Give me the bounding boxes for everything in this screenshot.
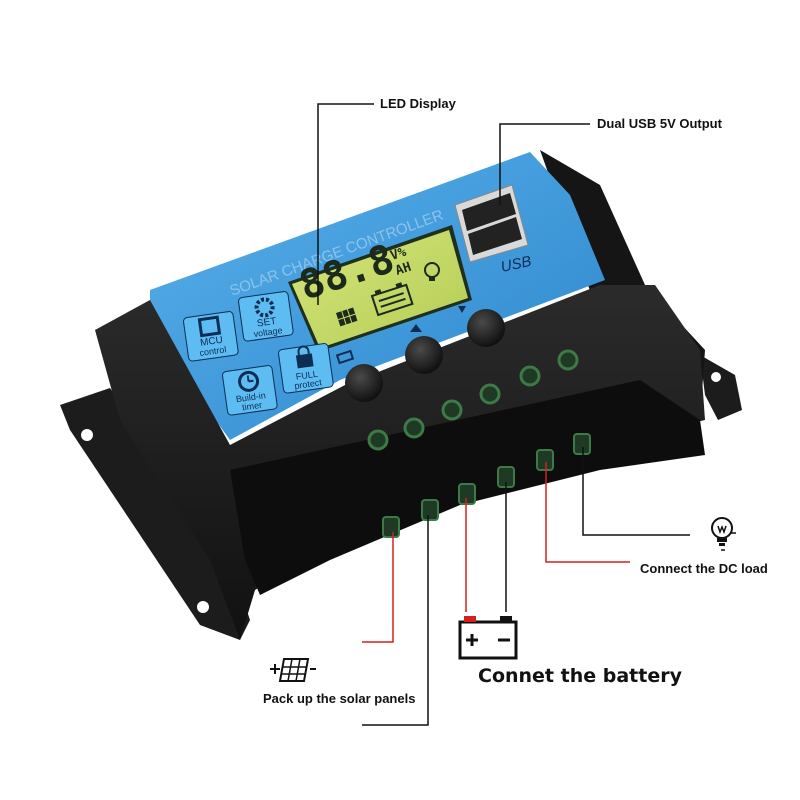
solar-positive-leader bbox=[362, 532, 394, 643]
lcd-solar-icon bbox=[336, 307, 358, 327]
feature-timer: Build-in timer bbox=[222, 365, 278, 416]
svg-text:MCU: MCU bbox=[200, 335, 224, 349]
terminal-opening bbox=[382, 516, 400, 538]
svg-text:FULL: FULL bbox=[295, 369, 318, 382]
callout-solar: Pack up the solar panels bbox=[263, 691, 415, 706]
usb-port-upper[interactable] bbox=[462, 193, 516, 231]
usb-ports: USB bbox=[454, 184, 533, 276]
chip-icon bbox=[197, 315, 222, 338]
led-display-leader bbox=[317, 103, 374, 305]
usb-port-lower[interactable] bbox=[468, 217, 522, 255]
right-mounting-hole bbox=[711, 372, 721, 382]
feature-badges: MCU control SET voltage Build-in timer F… bbox=[183, 291, 334, 416]
right-mounting-flange bbox=[700, 355, 742, 420]
up-button[interactable] bbox=[405, 336, 443, 374]
terminal-screw bbox=[403, 417, 425, 439]
lcd-bulb-icon bbox=[424, 262, 440, 281]
solar-negative-leader bbox=[362, 515, 429, 726]
callout-battery: Connet the battery bbox=[478, 665, 683, 687]
feature-set-voltage: SET voltage bbox=[238, 291, 294, 342]
solar-panel-icon bbox=[270, 658, 316, 682]
svg-text:SET: SET bbox=[256, 316, 277, 330]
terminal-opening bbox=[573, 433, 591, 455]
left-lower-mounting-hole bbox=[197, 601, 209, 613]
load-positive-leader bbox=[545, 462, 630, 563]
svg-text:voltage: voltage bbox=[253, 325, 283, 339]
terminal-opening bbox=[536, 449, 554, 471]
screw-terminals bbox=[367, 349, 591, 538]
svg-text:Build-in: Build-in bbox=[235, 390, 266, 404]
terminal-screw bbox=[519, 365, 541, 387]
feature-mcu: MCU control bbox=[183, 311, 239, 362]
lcd-battery-icon bbox=[370, 282, 414, 317]
battery-icon bbox=[458, 616, 518, 660]
down-arrow-icon bbox=[458, 306, 466, 313]
menu-icon bbox=[335, 349, 355, 365]
terminal-screw bbox=[367, 429, 389, 451]
svg-text:control: control bbox=[199, 344, 227, 358]
callout-usb-output: Dual USB 5V Output bbox=[597, 116, 723, 131]
svg-text:protect: protect bbox=[294, 377, 323, 391]
lcd-units-top: V% bbox=[389, 245, 409, 264]
usb-leader bbox=[499, 123, 590, 205]
svg-text:timer: timer bbox=[241, 400, 262, 413]
callout-led-display: LED Display bbox=[380, 96, 457, 111]
usb-label: USB bbox=[499, 253, 533, 276]
clock-icon bbox=[238, 370, 260, 392]
terminal-screw bbox=[441, 399, 463, 421]
down-button[interactable] bbox=[467, 309, 505, 347]
callout-dc-load: Connect the DC load bbox=[640, 561, 768, 576]
lcd-units-bottom: AH bbox=[394, 260, 414, 279]
terminal-screw bbox=[479, 383, 501, 405]
terminal-screw bbox=[557, 349, 579, 371]
load-negative-leader bbox=[582, 447, 690, 536]
left-mounting-hole bbox=[81, 429, 93, 441]
left-mounting-flange bbox=[60, 388, 250, 640]
callout-lines bbox=[317, 103, 690, 726]
lock-icon bbox=[295, 353, 314, 369]
menu-button[interactable] bbox=[345, 364, 383, 402]
control-buttons bbox=[335, 306, 505, 402]
lightbulb-icon bbox=[711, 517, 736, 551]
up-arrow-icon bbox=[410, 324, 422, 332]
terminal-opening bbox=[421, 499, 439, 521]
feature-protect: FULL protect bbox=[278, 343, 334, 394]
terminal-opening bbox=[458, 483, 476, 505]
